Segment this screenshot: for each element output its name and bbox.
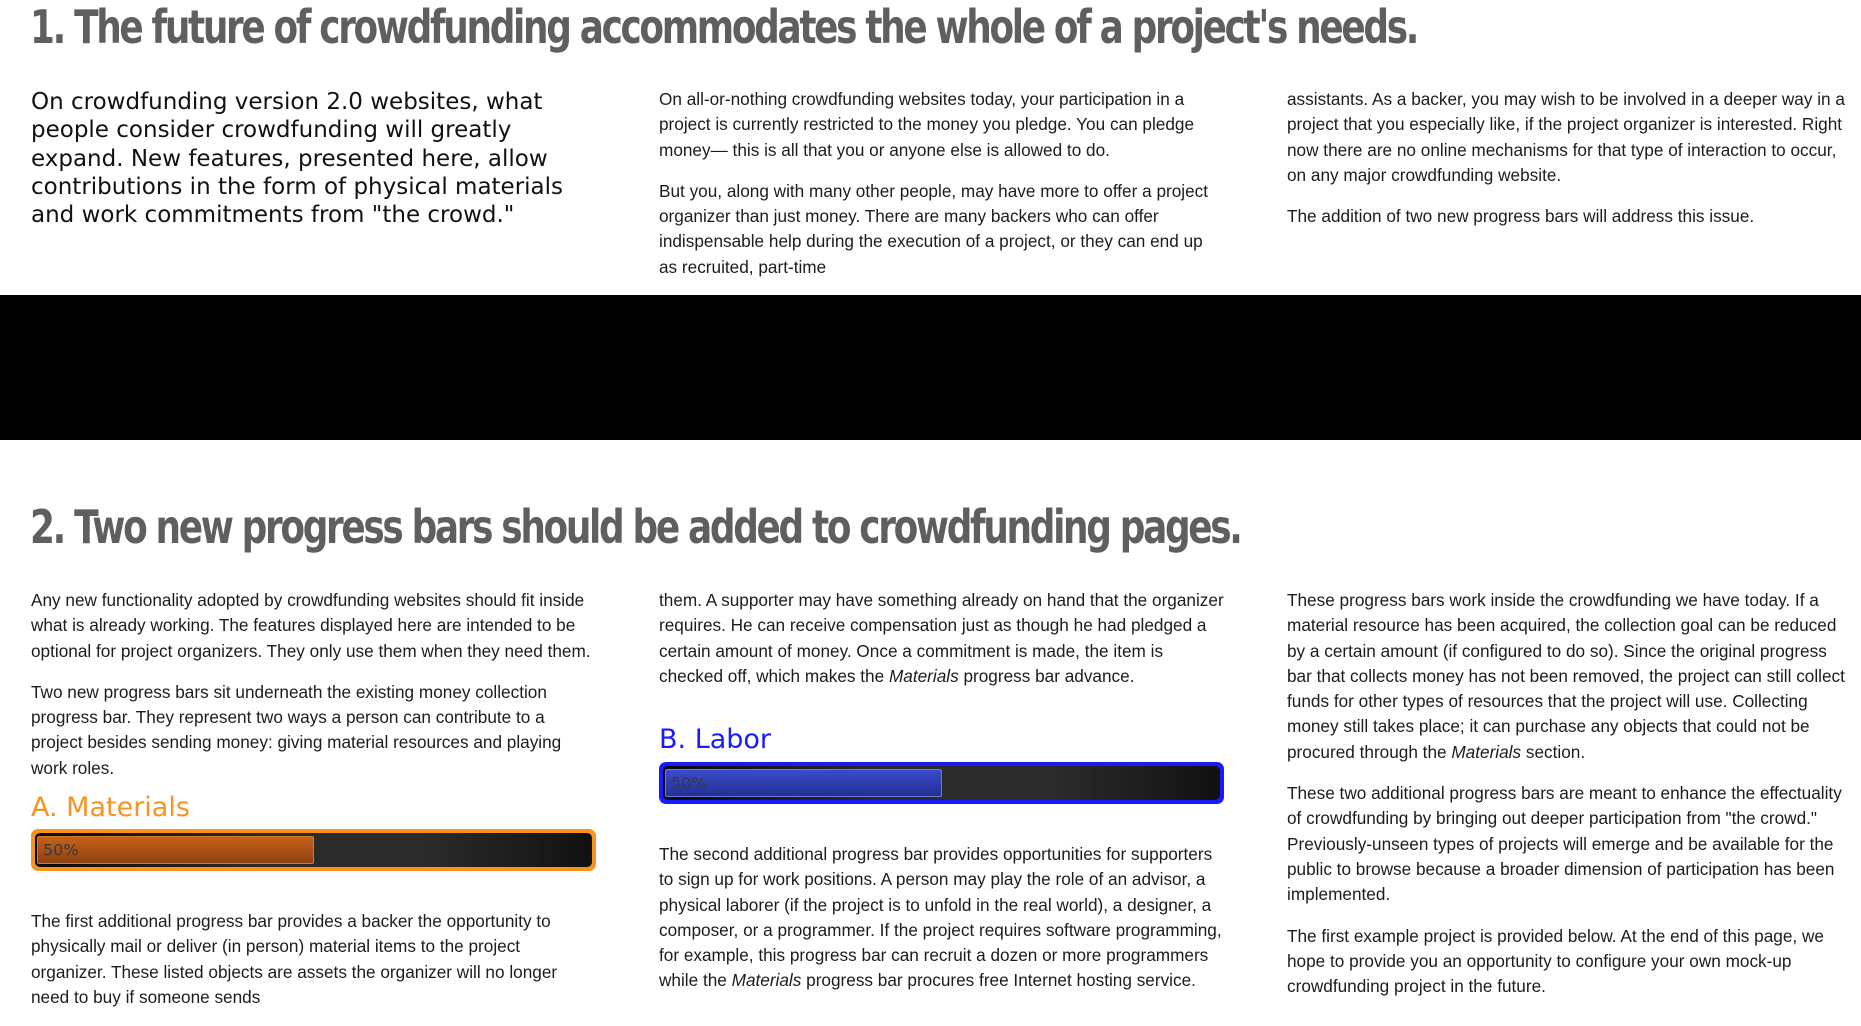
paragraph: The first additional progress bar provid… xyxy=(31,911,558,1007)
section-2-column-1-continued: The first additional progress bar provid… xyxy=(31,909,596,1026)
section-2-column-2-continued: The second additional progress bar provi… xyxy=(659,842,1224,1010)
section-2-column-2: them. A supporter may have something alr… xyxy=(659,588,1224,705)
lead-text: On crowdfunding version 2.0 websites, wh… xyxy=(31,89,564,229)
paragraph: assistants. As a backer, you may wish to… xyxy=(1287,89,1845,185)
materials-heading: A. Materials xyxy=(31,792,190,823)
labor-progress-track: 50% xyxy=(663,766,1220,800)
paragraph: The second additional progress bar provi… xyxy=(659,844,1222,991)
materials-progress-track: 50% xyxy=(35,833,592,867)
black-banner xyxy=(0,295,1861,440)
section-1-lead: On crowdfunding version 2.0 websites, wh… xyxy=(31,88,601,229)
paragraph: The addition of two new progress bars wi… xyxy=(1287,206,1755,227)
labor-heading: B. Labor xyxy=(659,724,772,755)
paragraph: On all-or-nothing crowdfunding websites … xyxy=(659,89,1195,160)
materials-progress-label: 50% xyxy=(43,840,79,860)
section-2-column-3: These progress bars work inside the crow… xyxy=(1287,588,1852,1015)
section-1-column-2: On all-or-nothing crowdfunding websites … xyxy=(659,87,1224,296)
section-1-column-3: assistants. As a backer, you may wish to… xyxy=(1287,87,1852,245)
paragraph: But you, along with many other people, m… xyxy=(659,180,1209,277)
section-2-title: 2. Two new progress bars should be added… xyxy=(30,500,1243,554)
paragraph: The first example project is provided be… xyxy=(1287,925,1824,997)
paragraph: These progress bars work inside the crow… xyxy=(1287,590,1845,762)
paragraph: These two additional progress bars are m… xyxy=(1287,783,1842,905)
section-1-title: 1. The future of crowdfunding accommodat… xyxy=(30,0,1419,54)
labor-progress-fill xyxy=(665,769,942,797)
materials-progress-fill xyxy=(37,836,314,864)
paragraph: Two new progress bars sit underneath the… xyxy=(31,681,562,778)
labor-progress-label: 50% xyxy=(671,773,707,793)
paragraph: them. A supporter may have something alr… xyxy=(659,590,1224,686)
materials-progress-bar: 50% xyxy=(31,829,596,871)
paragraph: Any new functionality adopted by crowdfu… xyxy=(31,590,591,661)
section-2-column-1: Any new functionality adopted by crowdfu… xyxy=(31,588,596,797)
labor-progress-bar: 50% xyxy=(659,762,1224,804)
